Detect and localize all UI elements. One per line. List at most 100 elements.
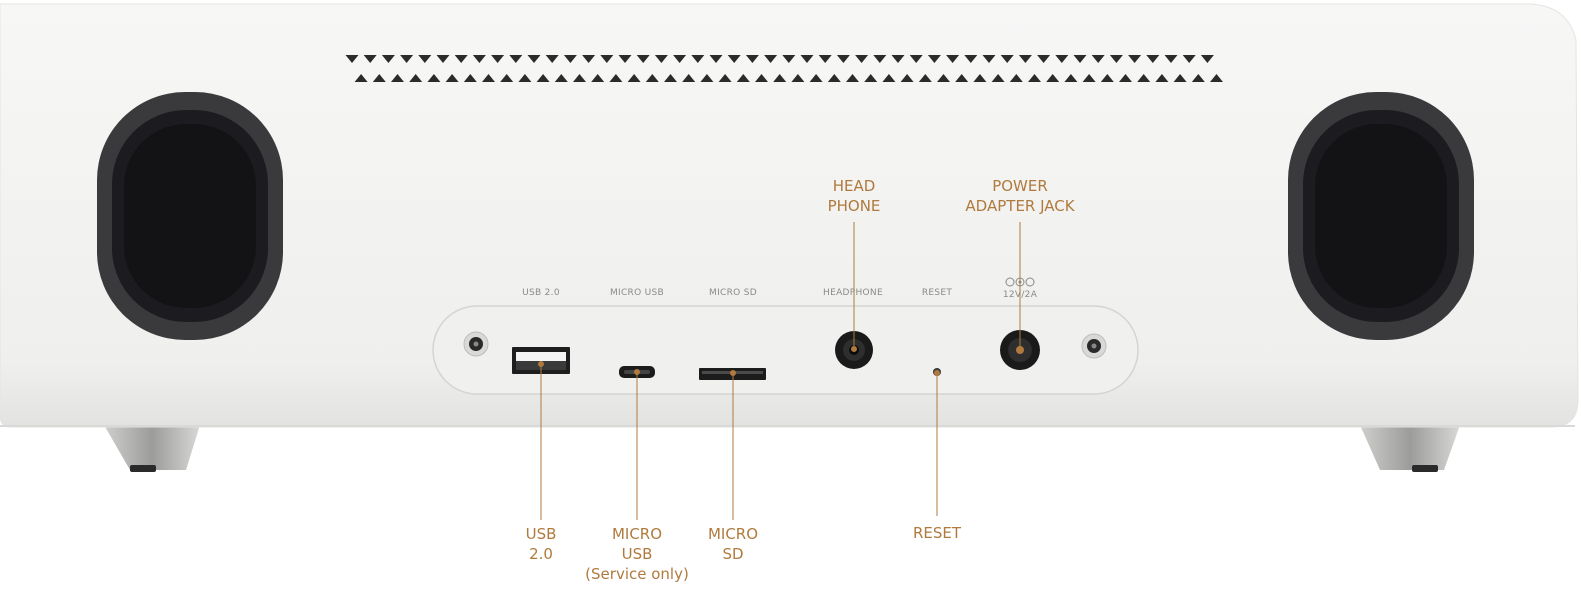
callout-line: HEAD — [832, 177, 876, 195]
vent-hole — [1109, 55, 1123, 63]
vent-hole — [755, 74, 768, 82]
vent-hole — [1146, 55, 1160, 63]
callout-line: USB — [621, 545, 653, 563]
vent-hole — [700, 74, 714, 82]
vent-hole — [745, 55, 759, 63]
reset-silk-label: RESET — [922, 288, 953, 298]
vent-hole — [545, 55, 559, 63]
usb-silk-label: USB 2.0 — [522, 288, 560, 298]
vent-hole — [1182, 55, 1196, 63]
vent-hole — [491, 55, 505, 63]
vent-hole — [982, 55, 996, 63]
headphone-leader-dot — [851, 346, 857, 352]
vent-hole — [882, 74, 896, 82]
vent-hole — [1155, 74, 1169, 82]
vent-hole — [782, 55, 796, 63]
vent-hole — [636, 55, 650, 63]
usb-callout: USB 2.0 — [526, 524, 557, 564]
vent-hole — [1164, 55, 1178, 63]
vent-hole — [418, 55, 432, 63]
vent-hole — [554, 74, 568, 82]
vent-hole — [691, 55, 705, 63]
vent-hole — [718, 74, 732, 82]
right-foot — [1360, 425, 1460, 472]
vent-hole — [1082, 74, 1096, 82]
vent-grille — [345, 55, 1223, 82]
right-passive-radiator — [1288, 92, 1474, 340]
callout-line: RESET — [912, 524, 962, 542]
vent-hole — [664, 74, 677, 82]
reset-leader-dot — [934, 370, 940, 376]
power-leader-dot — [1017, 346, 1023, 352]
vent-hole — [682, 74, 696, 82]
vent-hole — [937, 74, 950, 82]
vent-hole — [1128, 55, 1142, 63]
vent-hole — [827, 74, 841, 82]
vent-hole — [627, 74, 641, 82]
vent-hole — [673, 55, 687, 63]
vent-hole — [846, 74, 859, 82]
usb-leader-dot — [538, 361, 544, 367]
vent-hole — [582, 55, 596, 63]
vent-hole — [1018, 55, 1032, 63]
vent-hole — [345, 55, 359, 63]
vent-hole — [955, 74, 969, 82]
callout-line: 2.0 — [529, 545, 553, 563]
vent-hole — [654, 55, 668, 63]
vent-hole — [372, 74, 386, 82]
micro-usb-callout: MICRO USB (Service only) — [585, 524, 689, 584]
micro-sd-callout: MICRO SD — [708, 524, 758, 564]
vent-hole — [964, 55, 978, 63]
vent-hole — [773, 74, 787, 82]
micro-usb-leader-dot — [634, 369, 640, 375]
vent-hole — [363, 55, 377, 63]
vent-hole — [482, 74, 495, 82]
callout-line: (Service only) — [585, 565, 689, 583]
speaker-body — [0, 3, 1579, 428]
vent-hole — [536, 74, 550, 82]
vent-hole — [1137, 74, 1151, 82]
vent-hole — [946, 55, 960, 63]
vent-hole — [864, 74, 878, 82]
vent-hole — [391, 74, 404, 82]
callout-line: POWER — [992, 177, 1048, 195]
vent-hole — [1210, 74, 1223, 82]
micro-sd-leader-dot — [730, 370, 736, 376]
vent-hole — [527, 55, 541, 63]
vent-hole — [645, 74, 659, 82]
vent-hole — [873, 55, 887, 63]
vent-hole — [727, 55, 741, 63]
callout-line: USB — [525, 525, 557, 543]
vent-hole — [409, 74, 423, 82]
vent-hole — [354, 74, 368, 82]
micro-sd-silk-label: MICRO SD — [709, 288, 757, 298]
vent-hole — [1064, 74, 1078, 82]
vent-hole — [445, 74, 459, 82]
vent-hole — [1046, 74, 1060, 82]
power-adapter-callout: POWER ADAPTER JACK — [965, 176, 1074, 216]
left-foot — [104, 425, 200, 472]
vent-hole — [1100, 74, 1114, 82]
vent-hole — [518, 74, 532, 82]
vent-hole — [900, 74, 914, 82]
vent-hole — [1028, 74, 1041, 82]
vent-hole — [381, 55, 395, 63]
vent-hole — [1173, 74, 1187, 82]
left-passive-radiator — [97, 92, 283, 340]
vent-hole — [973, 74, 987, 82]
vent-hole — [1009, 74, 1023, 82]
callout-line: SD — [722, 545, 744, 563]
vent-hole — [1200, 55, 1214, 63]
headphone-silk-label: HEADPHONE — [823, 288, 883, 298]
vent-hole — [454, 55, 468, 63]
vent-hole — [809, 74, 823, 82]
vent-hole — [427, 74, 441, 82]
vent-hole — [609, 74, 623, 82]
port-panel — [432, 305, 1139, 395]
callout-line: ADAPTER JACK — [965, 197, 1075, 215]
vent-hole — [1037, 55, 1051, 63]
vent-hole — [800, 55, 814, 63]
vent-hole — [764, 55, 778, 63]
